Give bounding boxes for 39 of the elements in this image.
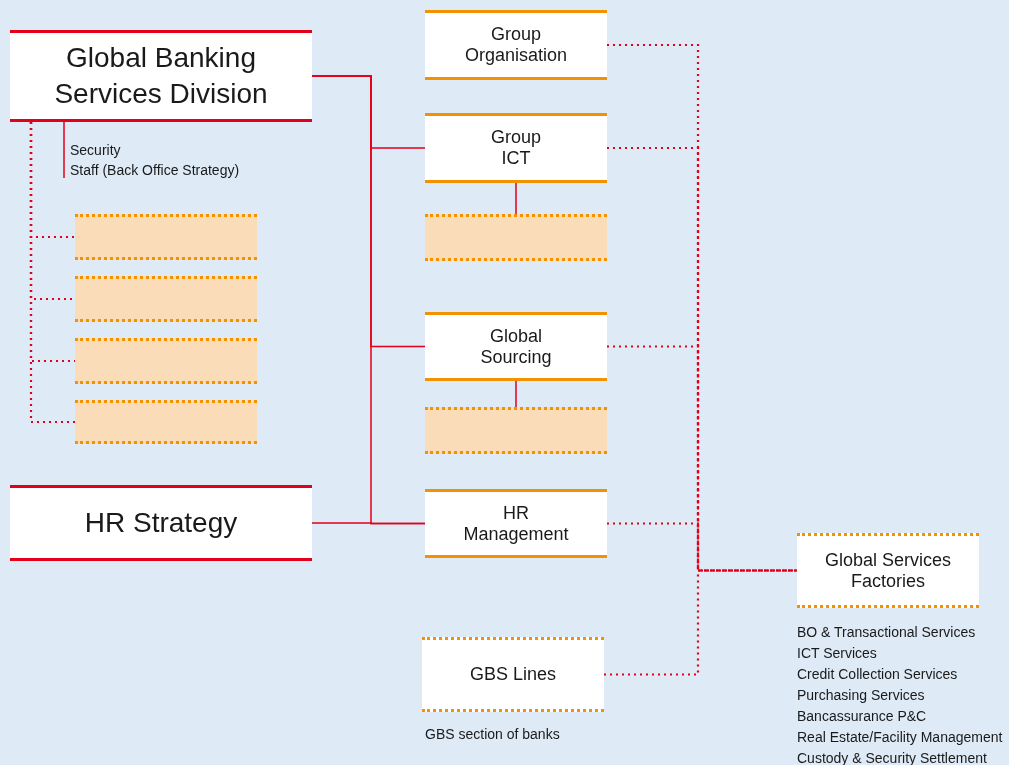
org-box xyxy=(10,485,312,561)
box-label: Global Banking Services Division xyxy=(53,40,269,111)
caption-text: Purchasing Services xyxy=(797,686,925,705)
box-label: Group ICT xyxy=(490,127,542,169)
caption-text: Real Estate/Facility Management xyxy=(797,728,1003,747)
box-label: HR Management xyxy=(462,502,570,545)
org-box xyxy=(422,637,604,712)
connector-line xyxy=(515,182,517,215)
caption-text: BO & Transactional Services xyxy=(797,623,976,642)
org-box xyxy=(425,312,607,381)
caption-text: Credit Collection Services xyxy=(797,665,958,684)
org-box xyxy=(797,533,979,608)
org-box xyxy=(425,489,607,558)
connector-line xyxy=(311,522,426,525)
empty-box xyxy=(75,214,257,260)
box-label: HR Strategy xyxy=(84,505,238,540)
caption-text: GBS section of banks xyxy=(425,725,560,744)
note-text: Security xyxy=(70,140,121,160)
box-label: Group Organisation xyxy=(463,24,569,66)
org-box xyxy=(425,10,607,80)
empty-box xyxy=(75,276,257,322)
box-label: Global Services Factories xyxy=(823,549,953,592)
dotted-connector xyxy=(604,569,797,676)
org-box xyxy=(10,30,312,122)
box-label: Global Sourcing xyxy=(479,325,553,368)
empty-box xyxy=(425,214,607,261)
org-box xyxy=(425,113,607,183)
empty-box xyxy=(75,338,257,384)
note-text: Staff (Back Office Strategy) xyxy=(70,161,240,180)
box-label: GBS Lines xyxy=(469,664,556,685)
empty-box xyxy=(75,400,257,444)
empty-box xyxy=(425,407,607,454)
dotted-connector xyxy=(29,122,75,424)
connector-line xyxy=(63,121,65,179)
caption-text: Bancassurance P&C xyxy=(797,707,927,726)
caption-text: ICT Services xyxy=(797,644,877,663)
dotted-connector xyxy=(607,43,797,572)
connector-line xyxy=(515,380,517,408)
caption-text: Custody & Security Settlement xyxy=(797,749,987,765)
